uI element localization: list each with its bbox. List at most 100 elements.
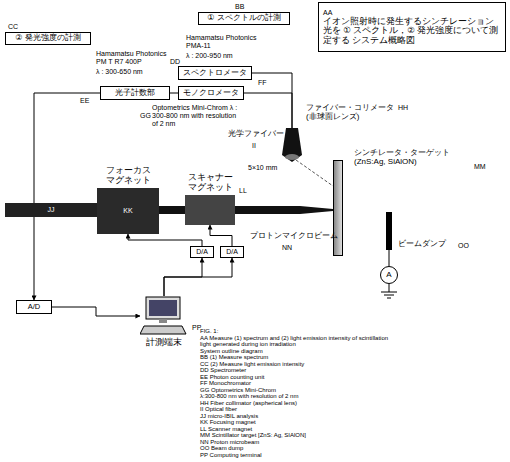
title-box: AAイオン照射時に発生するシンチレーション光を ① スペクトル，② 発光強度につ… [318,2,506,52]
part-label: シンチレータ・ターゲット (ZnS:Ag, SiAlON) [354,149,472,167]
box-label: D/A [226,248,238,256]
part-label: フォーカス マグネット [103,166,153,185]
ammeter-symbol: A [380,266,398,284]
box-label: D/A [196,248,208,256]
legend-key-line: MM Scintillator target [ZnS: Ag, SIAlON] [200,432,306,439]
legend-key-line: DD Spectrometer [200,367,246,374]
legend-key-line: FF Monochromator [200,380,251,387]
callout-code: JJ [48,206,55,214]
legend-key-line: System outline diagram [200,348,263,355]
adc-box: A/D [16,300,52,314]
legend-key-line: light generated during ion irradiation [200,341,296,348]
legend-key-line: PP Computing terminal [200,452,262,459]
annotation: FF [258,79,267,87]
monochromator-box: モノクロメータ [178,86,244,100]
legend-key-line: AA Measure (1) spectrum and (2) light em… [200,335,388,342]
callout-code: BB [235,3,244,11]
beam-dump: ビームダンプOO [386,212,392,250]
callout-code: MM [474,163,486,171]
annotation: λ : 200-950 nm [186,52,233,60]
callout-code: LL [239,187,247,195]
focus-magnet: フォーカス マグネットKK [97,188,159,234]
collimator-drawing [282,128,302,162]
connector [210,225,232,246]
monitor-stand [159,319,167,323]
annotation: II [252,142,256,150]
connector [170,93,178,94]
monitor [146,297,180,319]
annotation: Hamamatsu Photonics PMA-11 [186,34,266,50]
ground-symbol [384,295,394,296]
annotation: NN [282,244,292,252]
connector [252,73,292,128]
box-label: A/D [28,303,41,311]
legend-key-line: KK Focusing magnet [200,419,256,426]
annotation: λ : 300-650 nm [96,68,143,76]
section-box: BB① スペクトルの計測 [198,12,290,25]
callout-code: OO [458,242,469,250]
connector [52,307,140,316]
annotation: DD [170,58,180,66]
legend-key-line: FIG. 1: [200,328,218,335]
dac-box: D/A [190,246,214,258]
photon-counter-box: 光子計数部 [100,86,170,100]
legend-key-line: NN Proton microbeam [200,439,259,446]
light-path [296,160,333,186]
part-label: ファイバー・コリメータ (非球面レンズ) [306,104,400,122]
analysis-band: JJ [5,203,97,217]
connector [128,234,202,246]
annotation: Optometrics Mini-Chrom λ : 300-800 nm wi… [152,104,238,127]
keyboard [140,326,186,334]
legend-key-line: JJ micro-IBIL analysis [200,413,258,420]
annotation: Hamamatsu Photonics PM T R7 400P [96,50,168,66]
computer-drawing [140,296,188,336]
legend-key-line: HH Fiber collimator (aspherical lens) [200,400,297,407]
annotation: EE [80,97,89,105]
collimator-body [282,128,302,162]
annotation: 5×10 mm [248,164,277,172]
collimator-lens [285,154,299,160]
annotation: プロトンマイクロビーム [250,232,338,240]
ground-wire [389,284,390,292]
box-label: 光子計数部 [115,89,155,98]
callout-code: PP [192,324,201,332]
legend-key-line: GG Optometrics Mini-Chrom [200,387,276,394]
legend-key-line: II Optical fiber [200,406,237,413]
connector [244,93,292,128]
callout-code: KK [123,207,132,215]
legend-key-line: BB (1) Measure spectrum [200,354,268,361]
scintillator-target: シンチレータ・ターゲット (ZnS:Ag, SiAlON)MM [333,160,343,256]
part-label: スキャナー マグネット [185,173,235,192]
monitor-screen [149,300,177,316]
connector [164,258,232,296]
annotation: GG [140,112,151,120]
legend-key-line: OO Beam dump [200,445,243,452]
computer-icon: 計測端末PP [140,296,188,336]
legend-key-line: EE Photon counting unit [200,374,264,381]
legend-key-line: CC (2) Measure light emission intensity [200,361,304,368]
callout-code: CC [8,23,18,31]
spectrometer-box: スペクトロメータ [178,66,252,80]
ground-symbol [387,298,391,299]
section-box: CC② 発光強度の計測 [5,32,91,45]
callout-code: HH [398,104,408,112]
annotation: 光学ファイバー [228,130,284,138]
legend-key-line: LL Scanner magnet [200,426,252,433]
title-text: イオン照射時に発生するシンチレーション光を ① スペクトル，② 発光強度について… [323,17,501,46]
part-label: 計測端末 [146,338,182,348]
section-title: ② 発光強度の計測 [15,34,80,43]
callout-code: AA [323,9,332,17]
ground-symbol [381,292,397,293]
meter-letter: A [386,271,391,280]
section-title: ① スペクトルの計測 [207,14,280,23]
scanner-magnet: スキャナー マグネットLL [185,195,235,225]
box-label: モノクロメータ [183,89,239,98]
box-label: スペクトロメータ [183,69,247,78]
legend-key-line: λ:300-800 nm with resolution of 2 nm [200,393,298,400]
connector [34,93,100,300]
connector [389,250,390,266]
fiber-collimator: ファイバー・コリメータ (非球面レンズ)HH [282,128,302,162]
part-label: ビームダンプ [398,240,446,249]
